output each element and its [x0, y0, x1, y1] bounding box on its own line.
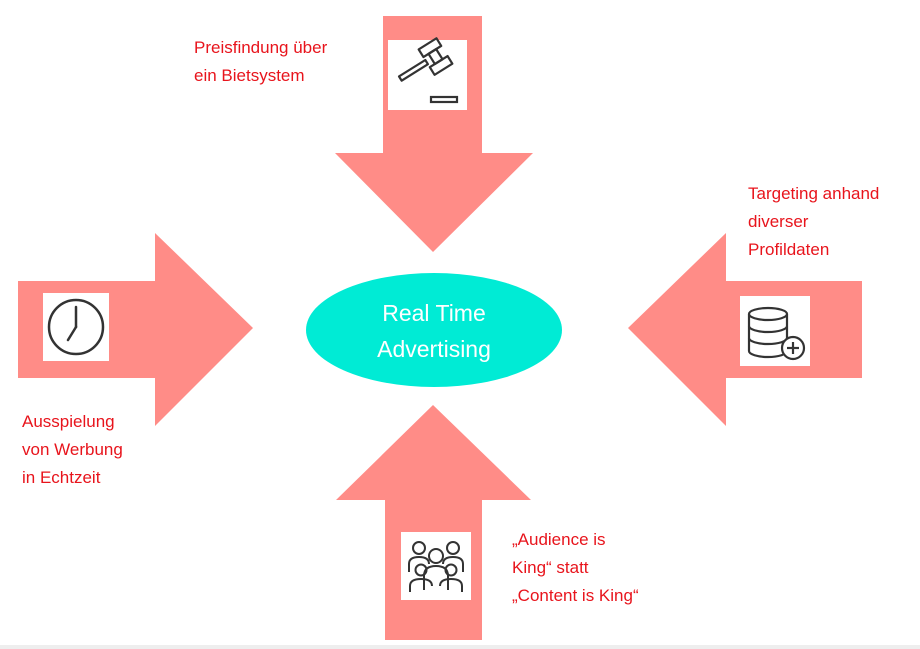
arrow-bottom — [336, 405, 531, 640]
arrow-top — [335, 16, 533, 252]
bottom-divider — [0, 645, 920, 649]
label-audience: „Audience is King“ statt „Content is Kin… — [512, 530, 639, 605]
label-targeting: Targeting anhand diverser Profildaten — [748, 184, 880, 259]
label-pricing: Preisfindung über ein Bietsystem — [194, 38, 328, 85]
arrow-left — [18, 233, 253, 426]
center-ellipse — [306, 273, 562, 387]
label-delivery: Ausspielung von Werbung in Echtzeit — [22, 412, 123, 487]
clock-icon — [43, 293, 109, 361]
gavel-icon — [388, 37, 467, 110]
center-title: Real Time Advertising — [377, 300, 491, 362]
people-group-icon — [401, 532, 471, 600]
database-add-icon — [740, 296, 810, 366]
